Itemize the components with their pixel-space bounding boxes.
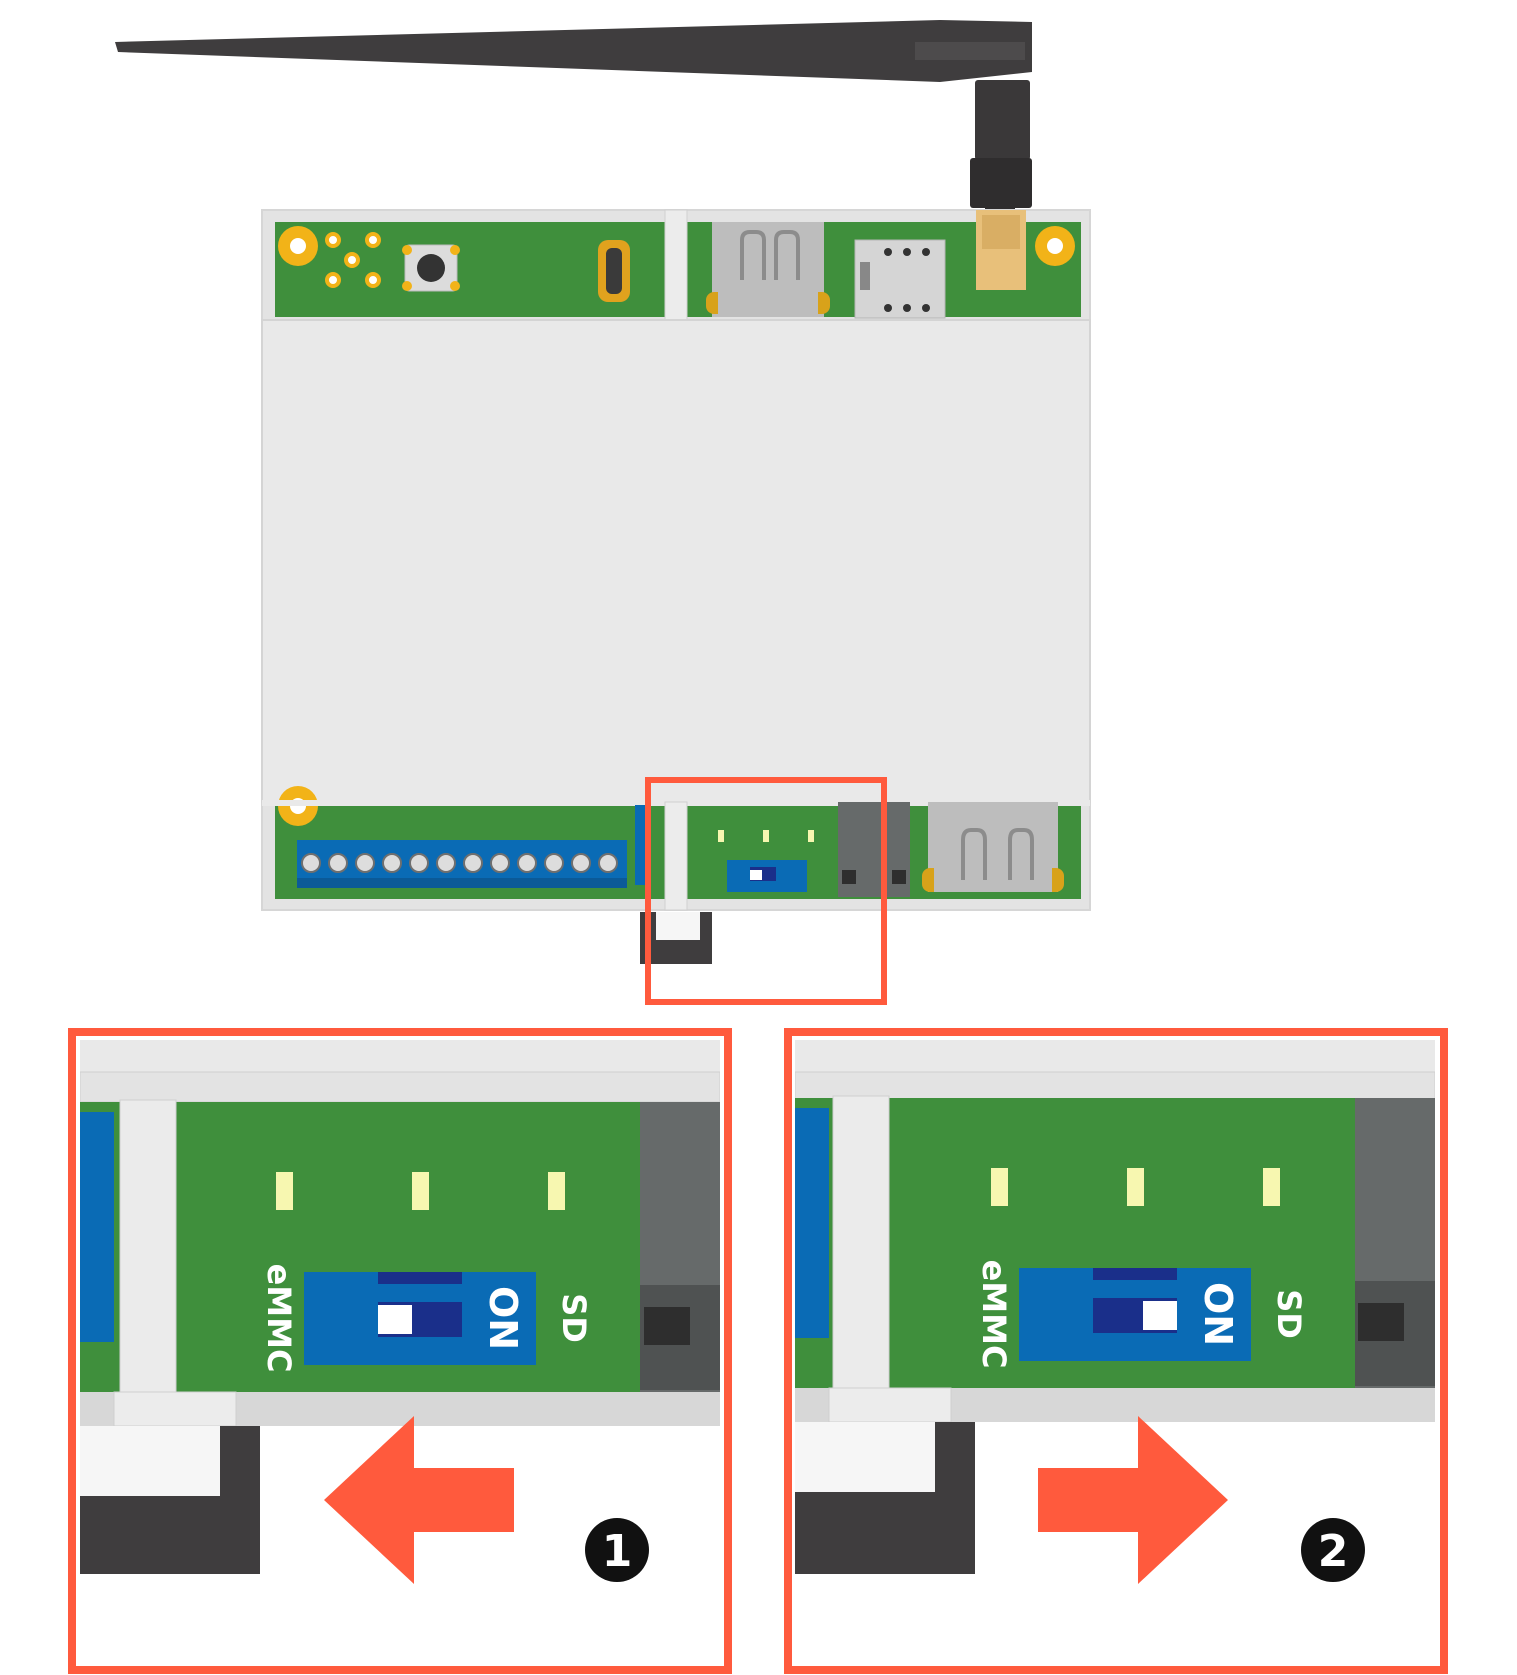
step-panel-2: eMMC ON SD 2 [784,1028,1448,1674]
arrow-left-icon [324,1416,514,1584]
step-number-badge [585,1518,649,1582]
highlight-box [784,1028,1448,1674]
status-leds [718,830,814,842]
usb-port-icon [922,802,1064,892]
device-board [261,209,1091,1005]
enclosure-cover [261,319,1091,803]
reset-button-icon [402,244,460,292]
emmc-label: eMMC [260,1264,298,1373]
dip-switch-icon [1019,1268,1251,1361]
highlight-box [68,1028,732,1674]
arrow-right-icon [1038,1416,1228,1584]
step-number: 1 [602,1526,633,1577]
switch-knob [378,1305,412,1334]
on-label: ON [481,1286,525,1350]
step-panel-1: eMMC ON SD 1 [68,1028,732,1674]
led-pads [325,232,381,288]
sd-label: SD [555,1293,593,1343]
terminal-block-icon [297,840,627,888]
step-number: 2 [1318,1526,1349,1577]
on-label: ON [1196,1282,1240,1346]
switch-knob [1143,1301,1177,1330]
sd-label: SD [1270,1289,1308,1339]
usb-port-icon [706,222,830,317]
antenna-icon [115,20,1032,215]
highlight-box [645,777,887,1005]
sim-slot-icon [854,239,946,319]
step-number-badge [1301,1518,1365,1582]
sma-connector-icon [976,210,1026,290]
dip-switch-icon [304,1272,536,1365]
micro-usb-icon [598,240,630,302]
emmc-label: eMMC [975,1260,1013,1369]
dip-switch-icon [727,860,807,892]
